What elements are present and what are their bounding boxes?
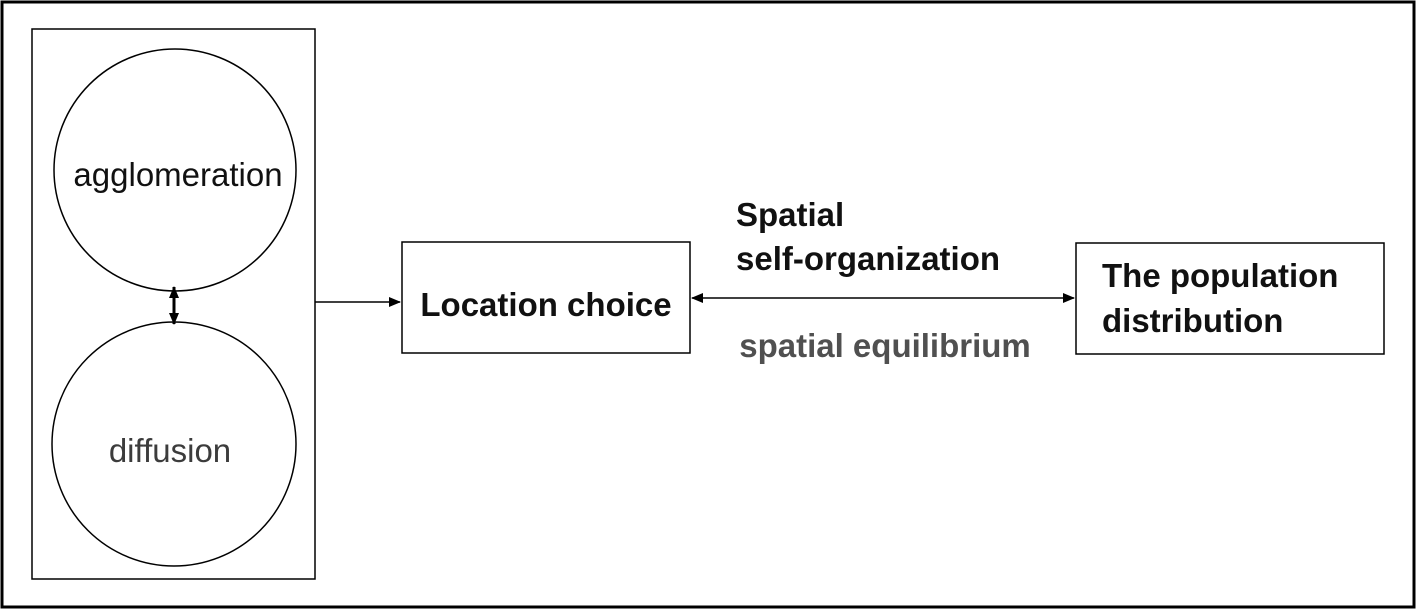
location-choice-text: Location choice (420, 286, 671, 323)
agglomeration-text: agglomeration (73, 156, 282, 193)
population-text-line1: The population (1102, 257, 1338, 294)
location-choice-box (401, 241, 691, 354)
label-spatial: Spatial (736, 196, 844, 233)
diffusion-text: diffusion (109, 432, 231, 469)
population-distribution-box (1075, 242, 1385, 355)
label-spatial-equilibrium: spatial equilibrium (739, 327, 1031, 364)
population-text-line2: distribution (1102, 302, 1283, 339)
label-self-organization: self-organization (736, 240, 1000, 277)
left-container (31, 28, 316, 580)
